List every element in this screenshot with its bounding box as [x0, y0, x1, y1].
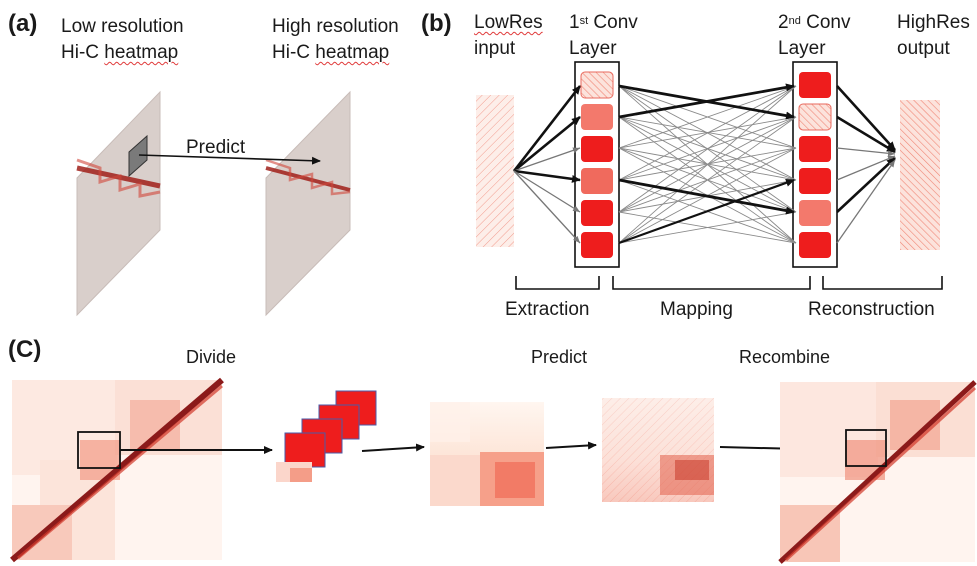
mapping-arrows	[618, 85, 797, 244]
highres-heatmap-plane	[265, 90, 351, 317]
highres-output-map	[900, 100, 940, 250]
panel-b-graphic	[476, 61, 943, 290]
panel-a-tag: (a)	[8, 10, 38, 37]
highres-diagonal-band	[265, 166, 351, 192]
highres-patch	[602, 398, 714, 502]
highres-title-line1: High resolution	[272, 16, 399, 37]
lowres-selected-patch	[128, 134, 148, 178]
highres-title-line2: Hi-C heatmap	[272, 42, 390, 63]
step-predict-label: Predict	[531, 347, 588, 367]
panel-a-graphic	[76, 90, 351, 317]
divided-patches	[276, 390, 377, 482]
stage-extraction-label: Extraction	[505, 299, 590, 320]
panel-c-tag: (C)	[8, 336, 42, 363]
conv2-label-line2: Layer	[778, 38, 826, 59]
input-label-line2: input	[474, 38, 516, 59]
conv1-label-line1: 1st Conv	[569, 12, 638, 33]
predict-input-arrow	[361, 443, 425, 452]
extraction-arrows	[512, 85, 582, 244]
panel-b-tag: (b)	[421, 10, 452, 37]
conv2-label-line1: 2nd Conv	[778, 12, 851, 33]
output-label-line1: HighRes	[897, 12, 970, 33]
lowres-title-line1: Low resolution	[61, 16, 184, 37]
input-label-line1: LowRes	[474, 12, 543, 33]
stage-brackets	[515, 276, 943, 290]
lowres-title-line2: Hi-C heatmap	[61, 42, 179, 63]
step-divide-label: Divide	[186, 347, 237, 367]
conv2-feature-maps	[798, 72, 832, 258]
predict-arrow-label: Predict	[186, 137, 246, 158]
highres-full-heatmap	[778, 380, 977, 564]
predict-arrow	[138, 154, 321, 165]
step-recombine-label: Recombine	[739, 347, 831, 367]
lowres-heatmap-plane	[76, 90, 161, 317]
lowres-patch	[430, 402, 544, 506]
stage-mapping-label: Mapping	[660, 299, 733, 320]
output-label-line2: output	[897, 38, 950, 59]
stage-reconstruction-label: Reconstruction	[808, 299, 935, 320]
highres-selection-box	[845, 429, 887, 467]
lowres-input-map	[476, 95, 514, 247]
conv1-feature-maps	[580, 71, 614, 258]
predict-output-arrow	[545, 441, 597, 450]
mapping-strong-arrows	[618, 83, 795, 245]
lowres-full-heatmap	[10, 377, 224, 563]
reconstruction-arrows	[836, 85, 896, 244]
panel-c-graphic	[10, 377, 977, 564]
conv1-label-line2: Layer	[569, 38, 617, 59]
